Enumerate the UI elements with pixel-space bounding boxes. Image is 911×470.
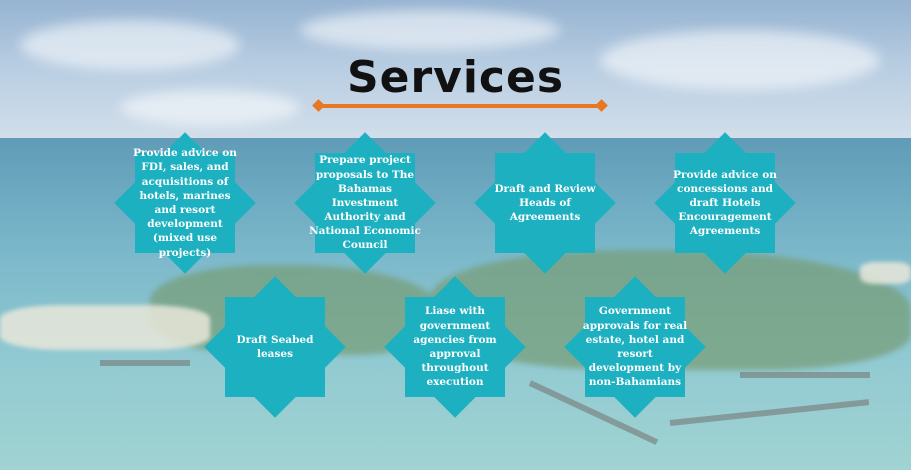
service-label: Provide advice on concessions and draft …: [673, 168, 777, 238]
beach: [860, 262, 911, 284]
service-label: Provide advice on FDI, sales, and acquis…: [133, 147, 237, 259]
pier: [100, 360, 190, 366]
service-tile: Liase with government agencies from appr…: [380, 272, 530, 422]
service-label: Liase with government agencies from appr…: [413, 305, 497, 389]
service-label: Government approvals for real estate, ho…: [582, 305, 688, 389]
title-divider: [318, 104, 602, 108]
cloud: [300, 10, 560, 50]
service-tile: Draft Seabed leases: [200, 272, 350, 422]
service-tile: Draft and Review Heads of Agreements: [470, 128, 620, 278]
service-label: Draft Seabed leases: [236, 333, 314, 360]
service-label: Draft and Review Heads of Agreements: [494, 182, 596, 224]
cloud: [600, 30, 880, 90]
service-tile: Government approvals for real estate, ho…: [560, 272, 710, 422]
service-tile: Provide advice on FDI, sales, and acquis…: [110, 128, 260, 278]
beach: [0, 305, 210, 350]
cloud: [120, 90, 300, 125]
cloud: [20, 20, 240, 70]
pier: [740, 372, 870, 378]
service-tile: Provide advice on concessions and draft …: [650, 128, 800, 278]
page-title: Services: [346, 52, 565, 103]
service-label: Prepare project proposals to The Bahamas…: [309, 154, 421, 252]
service-tile: Prepare project proposals to The Bahamas…: [290, 128, 440, 278]
